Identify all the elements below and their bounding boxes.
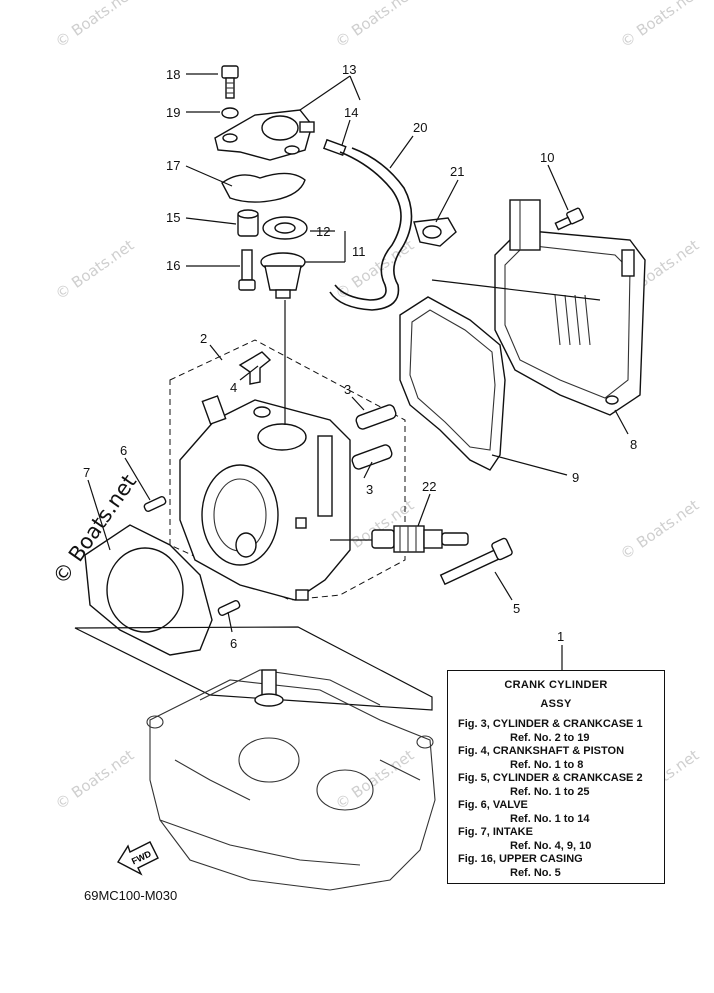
- reference-fig: Fig. 6, VALVE: [458, 799, 528, 811]
- part-9-gasket-inner: [409, 309, 496, 451]
- fwd-arrow: FWD: [117, 841, 159, 876]
- callout-2: 2: [200, 331, 207, 346]
- watermark-text: © Boats.net: [617, 0, 702, 51]
- watermark-text: © Boats.net: [52, 0, 137, 51]
- diagram-code: 69MC100-M030: [84, 888, 178, 903]
- part-7-head-gasket: [84, 524, 213, 656]
- callout-5: 5: [513, 601, 520, 616]
- reference-fig: Fig. 3, CYLINDER & CRANKCASE 1: [458, 718, 643, 730]
- watermark-text: © Boats.net: [332, 0, 417, 51]
- reference-range: Ref. No. 1 to 8: [510, 759, 584, 771]
- watermark-text: © Boats.net: [52, 236, 137, 303]
- part-10-bolt: [554, 207, 584, 231]
- crankcase-reference-outline: [74, 626, 433, 711]
- part-17-gasket: [221, 172, 306, 203]
- callout-6-upper: 6: [120, 443, 127, 458]
- reference-range: Ref. No. 5: [510, 867, 561, 879]
- part-5-bolt: [439, 537, 513, 586]
- callout-6-lower: 6: [230, 636, 237, 651]
- part-19-washer: [221, 107, 239, 119]
- part-6-pin-lower: [217, 600, 241, 616]
- callout-19: 19: [166, 105, 180, 120]
- part-6-pin-upper: [143, 496, 167, 512]
- callout-18: 18: [166, 67, 180, 82]
- callout-17: 17: [166, 158, 180, 173]
- reference-fig: Fig. 16, UPPER CASING: [458, 853, 583, 865]
- part-2-cylinder-head: [179, 395, 351, 601]
- leader-lines: [87, 73, 629, 672]
- callout-13: 13: [342, 62, 356, 77]
- callout-15: 15: [166, 210, 180, 225]
- callout-1: 1: [557, 629, 564, 644]
- watermark-text: © Boats.net: [332, 746, 417, 813]
- part-9-gasket: [399, 296, 506, 471]
- reference-range: Ref. No. 4, 9, 10: [510, 840, 592, 852]
- part-11-thermostat: [260, 252, 306, 299]
- part-22-spark-plug: [371, 525, 469, 553]
- watermark-text: © Boats.net: [52, 746, 137, 813]
- callout-10: 10: [540, 150, 554, 165]
- reference-fig: Fig. 4, CRANKSHAFT & PISTON: [458, 745, 625, 757]
- callout-9: 9: [572, 470, 579, 485]
- assembly-outline: [169, 339, 406, 601]
- crankcase-block: [146, 669, 436, 891]
- callout-14: 14: [344, 105, 358, 120]
- reference-table: CRANK CYLINDER ASSY Fig. 3, CYLINDER & C…: [447, 670, 665, 884]
- callout-12: 12: [316, 224, 330, 239]
- reference-range: Ref. No. 1 to 14: [510, 813, 590, 825]
- reference-fig: Fig. 5, CYLINDER & CRANKCASE 2: [458, 772, 643, 784]
- callout-21: 21: [450, 164, 464, 179]
- part-18-bolt: [221, 65, 239, 99]
- part-15-collar: [237, 209, 259, 237]
- part-8-cover: [494, 199, 646, 416]
- part-3-pins: [351, 404, 397, 470]
- callout-11: 11: [352, 244, 366, 259]
- part-13-thermostat-cover: [214, 109, 315, 161]
- callout-20: 20: [413, 120, 427, 135]
- reference-fig: Fig. 7, INTAKE: [458, 826, 533, 838]
- reference-range: Ref. No. 2 to 19: [510, 732, 590, 744]
- part-12-seal: [262, 216, 308, 240]
- callout-4: 4: [230, 380, 237, 395]
- callout-22: 22: [422, 479, 436, 494]
- watermark-text: © Boats.net: [617, 496, 702, 563]
- part-21-clip: [413, 217, 457, 247]
- callout-3-lower: 3: [366, 482, 373, 497]
- reference-title: CRANK CYLINDER: [504, 679, 608, 691]
- callout-16: 16: [166, 258, 180, 273]
- callout-8: 8: [630, 437, 637, 452]
- callout-labels: 18 19 13 14 20 17 15 12 11 16 21 10 2 4 …: [83, 62, 637, 651]
- part-16-bolt: [238, 249, 256, 291]
- reference-subtitle: ASSY: [540, 698, 572, 710]
- reference-range: Ref. No. 1 to 25: [510, 786, 590, 798]
- callout-7: 7: [83, 465, 90, 480]
- part-20-hose: [329, 147, 413, 311]
- callout-3-upper: 3: [344, 382, 351, 397]
